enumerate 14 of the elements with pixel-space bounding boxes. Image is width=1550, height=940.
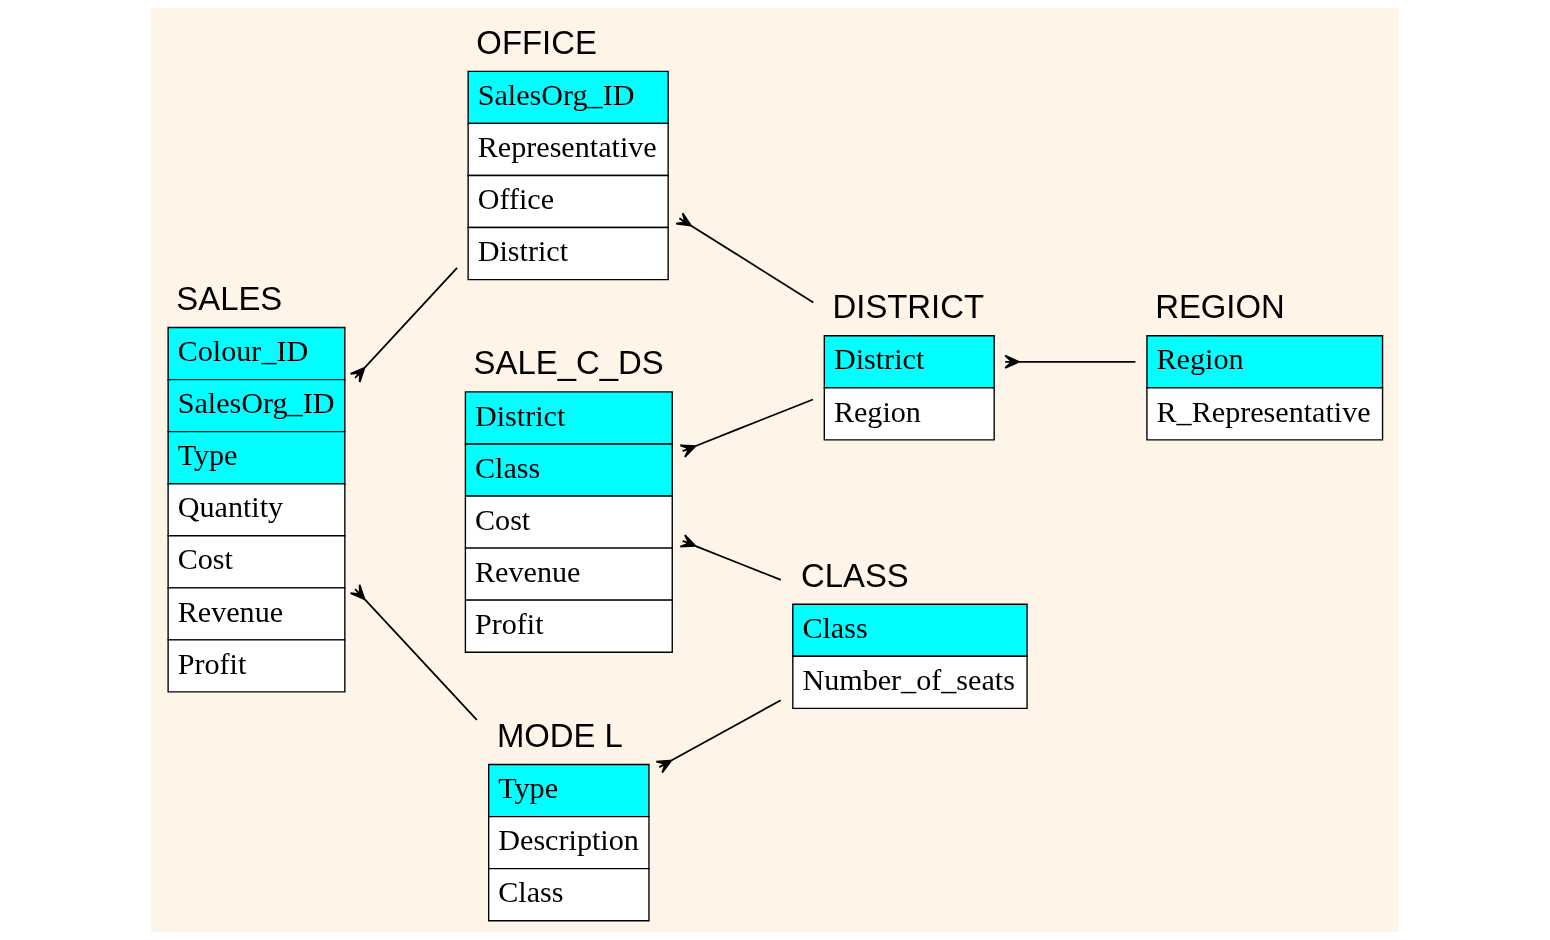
node-label: OFFICE	[476, 23, 597, 61]
node-label: DISTRICT	[832, 288, 985, 326]
connector	[675, 212, 815, 304]
connector	[679, 534, 782, 581]
node-label: SALE_C_DS	[473, 344, 664, 382]
connector	[349, 267, 458, 383]
connector	[349, 583, 478, 721]
node-label: REGION	[1155, 288, 1285, 326]
connector	[655, 699, 782, 774]
node-label: MODE L	[496, 717, 623, 754]
node-label: CLASS	[801, 556, 909, 594]
node-label: SALES	[176, 279, 283, 317]
connector	[1004, 354, 1137, 369]
connector	[679, 398, 814, 458]
